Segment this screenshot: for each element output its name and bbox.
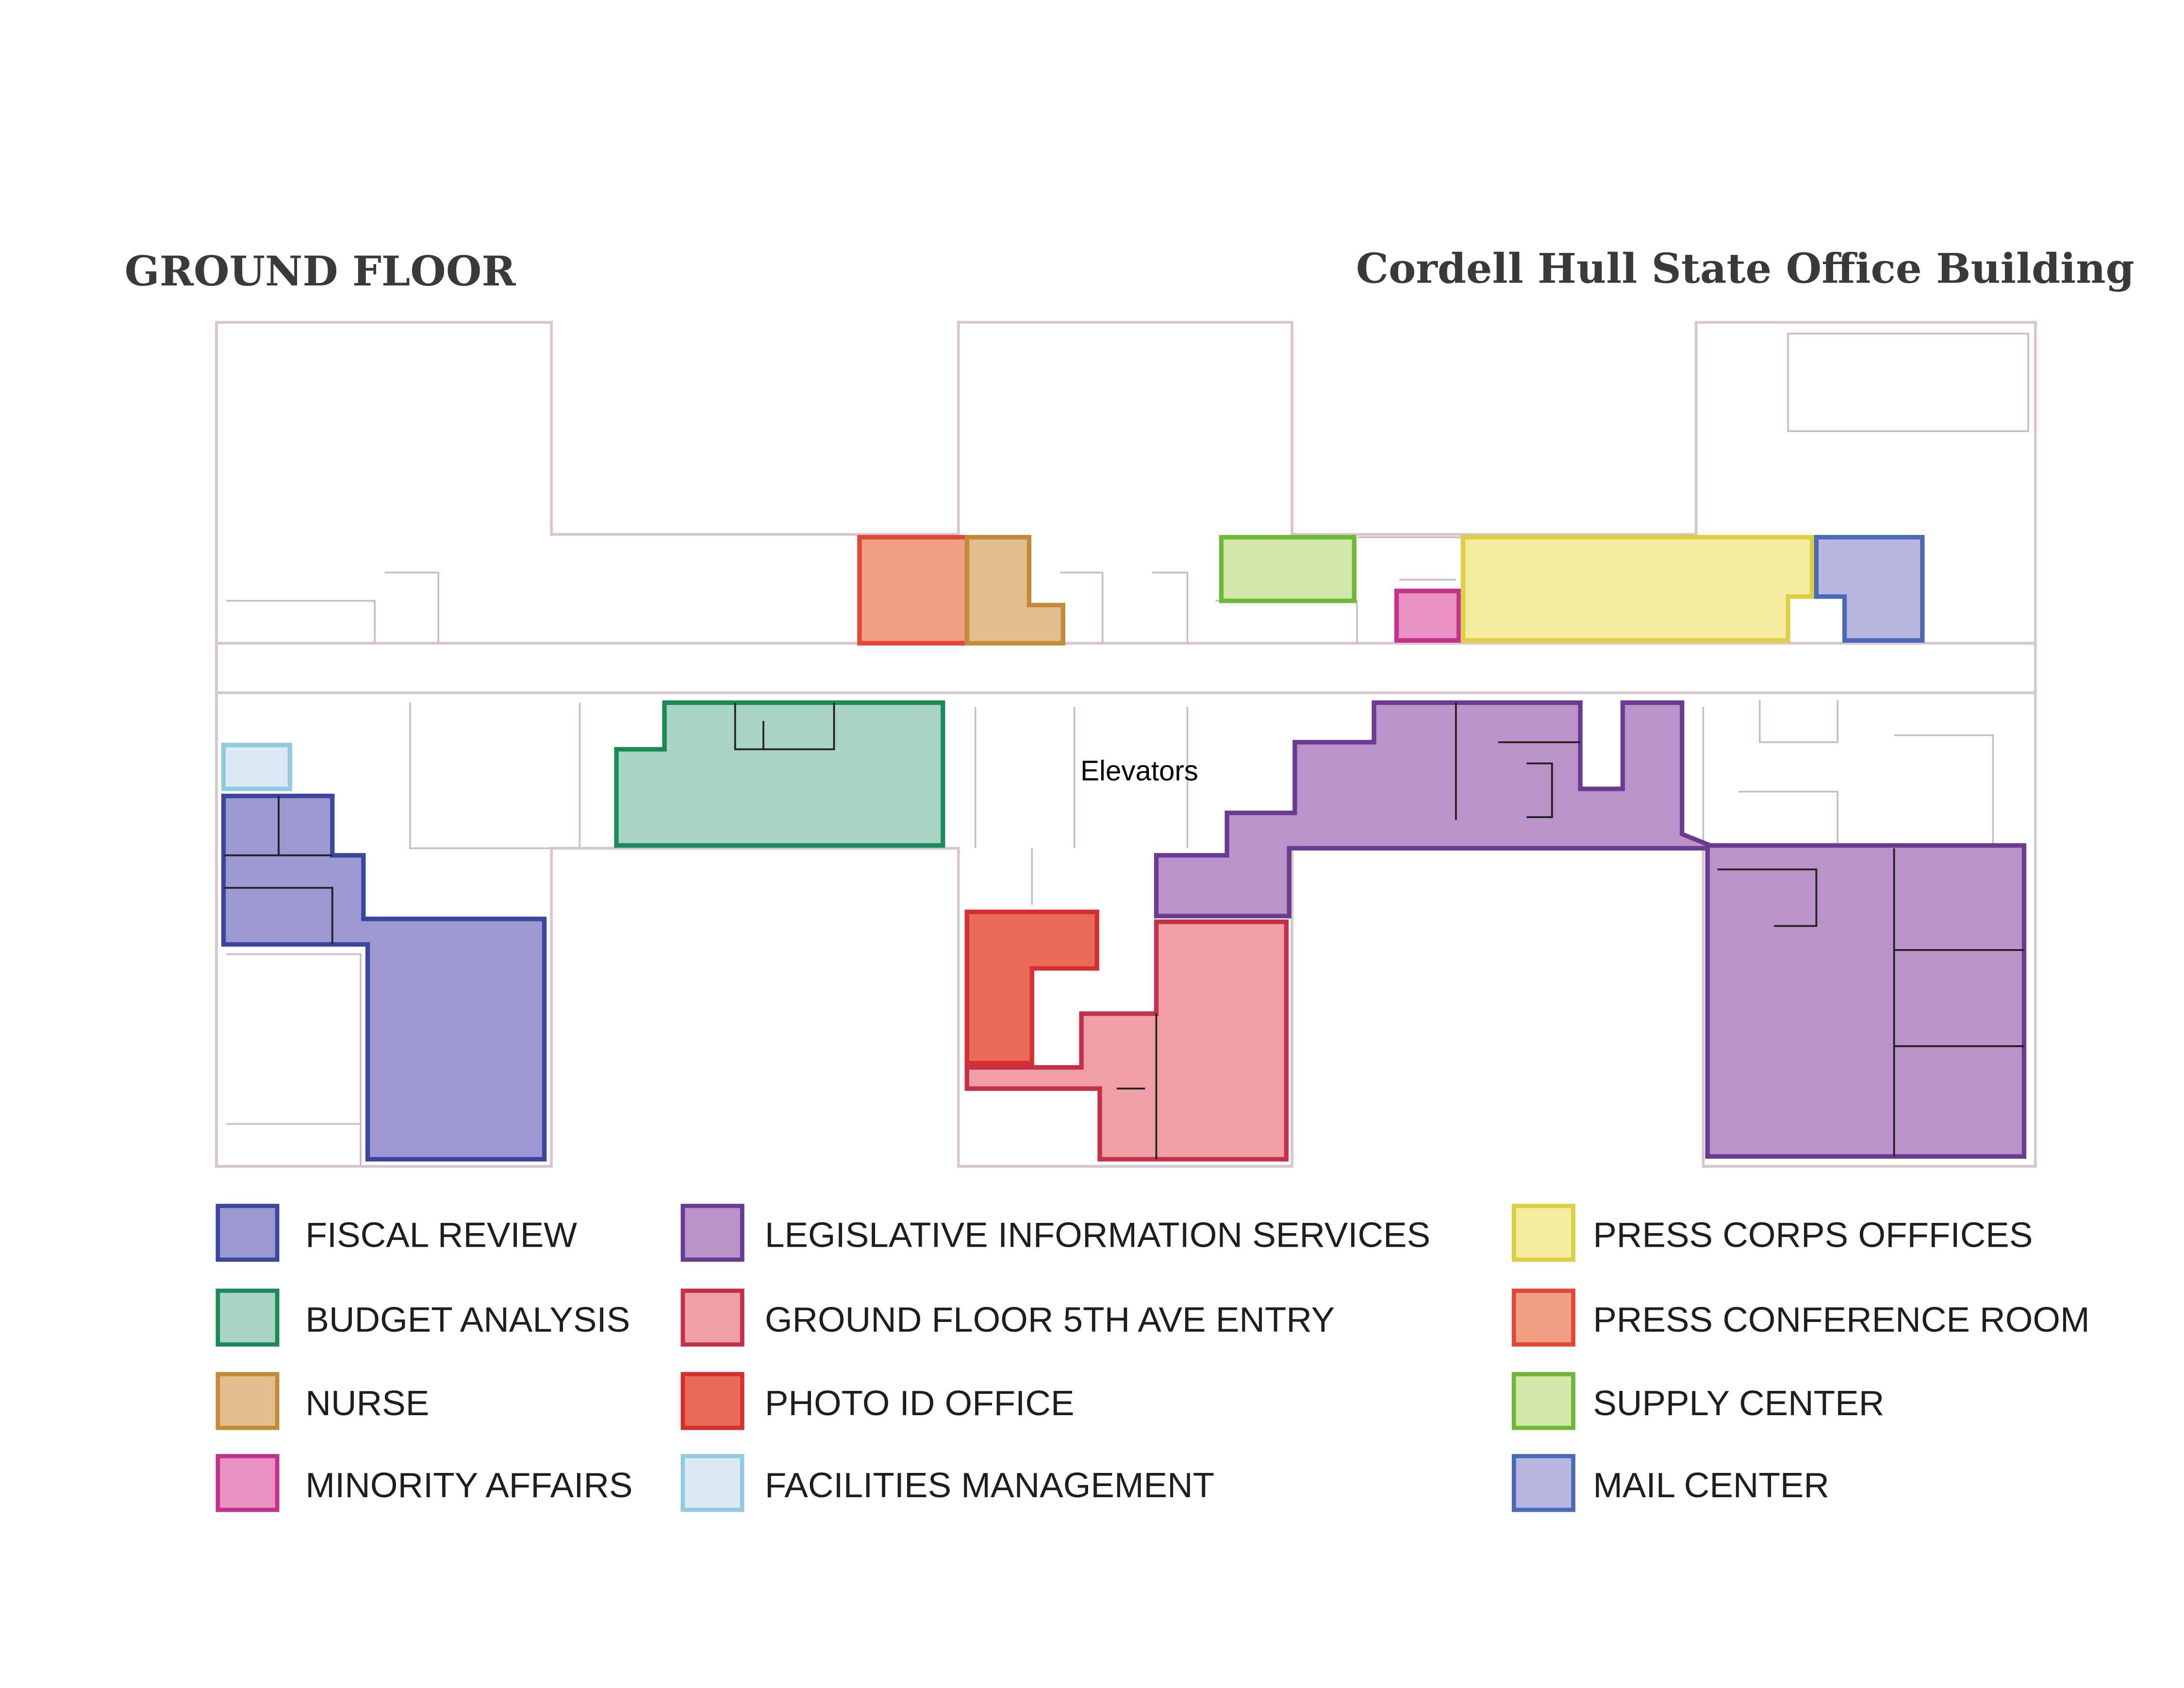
legend-label: PRESS CONFERENCE ROOM [1593,1300,2089,1339]
legend-label: FACILITIES MANAGEMENT [765,1466,1214,1505]
elevators-label: Elevators [1080,755,1198,786]
building-outline [215,321,2037,1168]
room-supply-center[interactable] [1219,535,1357,603]
room-nurse[interactable] [964,535,1065,646]
legend: FISCAL REVIEW BUDGET ANALYSIS NURSE MINORIT… [215,1203,2090,1512]
room-press-corps[interactable] [1460,535,1815,643]
room-5th-ave-entry[interactable] [964,919,1289,1162]
legend-item: FACILITIES MANAGEMENT [680,1454,1214,1512]
legend-swatch [680,1372,745,1430]
legend-item: NURSE [215,1372,429,1430]
legend-label: PRESS CORPS OFFFICES [1593,1215,2033,1254]
legend-item: MINORITY AFFAIRS [215,1454,633,1512]
floor-title: GROUND FLOOR [125,247,516,295]
legend-item: PHOTO ID OFFICE [680,1372,1075,1430]
room-facilities-management[interactable] [221,742,293,791]
legend-label: MAIL CENTER [1593,1466,1829,1505]
legend-item: PRESS CONFERENCE ROOM [1511,1288,2090,1347]
legend-label: MINORITY AFFAIRS [305,1466,632,1505]
legend-swatch [1511,1288,1575,1347]
legend-label: FISCAL REVIEW [305,1215,577,1254]
legend-swatch [680,1454,745,1512]
interior-partitions [223,702,2024,1159]
legend-item: MAIL CENTER [1511,1454,1829,1512]
legend-item: BUDGET ANALYSIS [215,1288,630,1347]
room-legislative-information[interactable] [1154,700,2027,1159]
legend-swatch [215,1288,280,1347]
legend-item: PRESS CORPS OFFFICES [1511,1203,2033,1262]
building-title: Cordell Hull State Office Building [1356,244,2134,292]
legend-swatch [680,1203,745,1262]
legend-swatch [680,1288,745,1347]
legend-label: GROUND FLOOR 5TH AVE ENTRY [765,1300,1335,1339]
room-budget-analysis[interactable] [614,700,945,848]
room-mail-center[interactable] [1814,535,1925,643]
legend-item: SUPPLY CENTER [1511,1372,1884,1430]
legend-item: GROUND FLOOR 5TH AVE ENTRY [680,1288,1335,1347]
room-fiscal-review[interactable] [221,793,547,1162]
room-photo-id-office[interactable] [964,909,1099,1066]
legend-swatch [1511,1372,1575,1430]
legend-swatch [215,1454,280,1512]
legend-swatch [215,1372,280,1430]
legend-label: SUPPLY CENTER [1593,1384,1884,1423]
room-press-conference[interactable] [857,535,969,646]
legend-swatch [1511,1203,1575,1262]
legend-swatch [1511,1454,1575,1512]
room-minority-affairs[interactable] [1394,588,1461,643]
legend-item: LEGISLATIVE INFORMATION SERVICES [680,1203,1430,1262]
legend-label: LEGISLATIVE INFORMATION SERVICES [765,1215,1430,1254]
legend-label: NURSE [305,1384,429,1423]
legend-swatch [215,1203,280,1262]
legend-label: PHOTO ID OFFICE [765,1384,1075,1423]
legend-label: BUDGET ANALYSIS [305,1300,630,1339]
legend-item: FISCAL REVIEW [215,1203,577,1262]
rooms [221,535,2027,1162]
